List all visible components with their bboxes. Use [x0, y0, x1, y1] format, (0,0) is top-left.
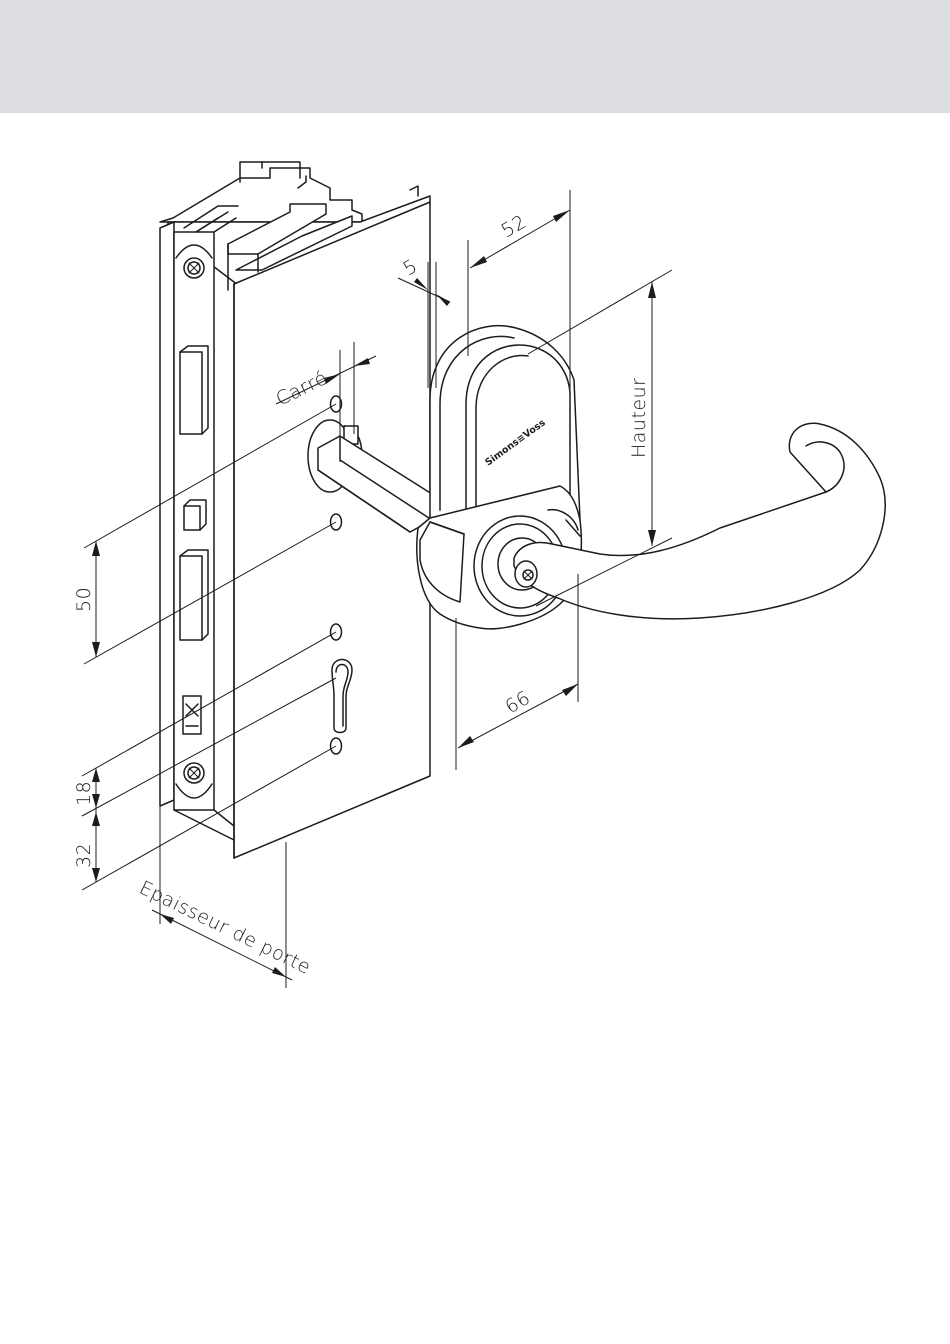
label-32: 32 — [73, 843, 95, 868]
label-52: 52 — [498, 211, 531, 243]
label-50: 50 — [73, 587, 95, 612]
label-hauteur: Hauteur — [628, 378, 650, 458]
label-epaisseur: Epaisseur de porte — [136, 877, 314, 979]
label-66: 66 — [502, 687, 535, 719]
label-18: 18 — [73, 781, 95, 806]
lock-faceplate — [160, 218, 236, 810]
